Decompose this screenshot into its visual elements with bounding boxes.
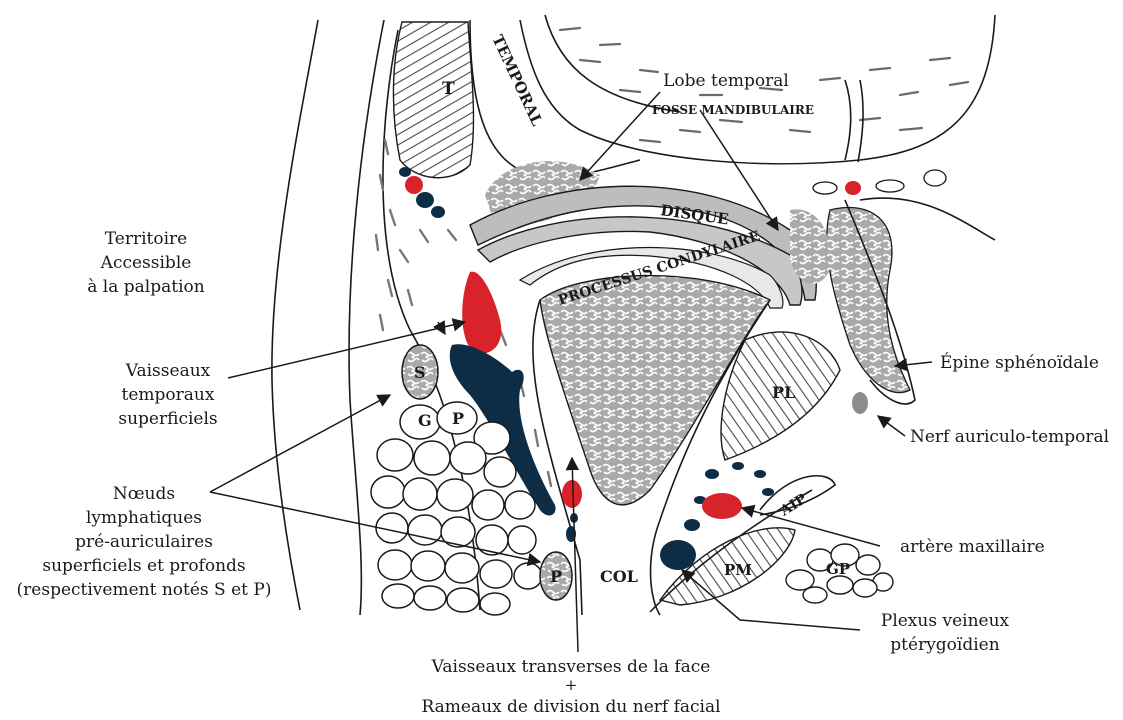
label-territoire-2: Accessible — [100, 253, 192, 273]
label-artere-maxillaire: artère maxillaire — [900, 537, 1045, 557]
sphenoid-bone — [827, 208, 910, 393]
label-epine-sphenoidale: Épine sphénoïdale — [940, 352, 1099, 373]
label-noeuds-4: superficiels et profonds — [42, 556, 245, 576]
sphenoid-bone-2 — [790, 209, 831, 284]
label-fosse-mandibulaire: FOSSE MANDIBULAIRE — [652, 103, 814, 117]
label-vaisseaux-1: Vaisseaux — [125, 361, 211, 381]
transverse-facial-artery — [562, 480, 582, 508]
tag-P-gland: P — [452, 409, 464, 428]
tag-PL: PL — [772, 383, 795, 402]
label-transverses-2: Rameaux de division du nerf facial — [421, 697, 720, 717]
superficial-temporal-artery — [462, 272, 501, 354]
skull-base-foramina — [813, 170, 946, 194]
maxillary-artery — [702, 493, 742, 519]
auriculotemporal-nerve — [852, 392, 868, 414]
label-territoire-1: Territoire — [105, 229, 187, 249]
pterygoid-plexus-vein — [660, 540, 696, 570]
tag-S: S — [414, 363, 426, 382]
label-territoire-3: à la palpation — [87, 277, 204, 297]
label-noeuds-5: (respectivement notés S et P) — [17, 580, 272, 600]
label-transverses-1: Vaisseaux transverses de la face — [431, 657, 711, 677]
tag-AIP: AIP — [777, 491, 810, 520]
label-noeuds-2: lymphatiques — [86, 508, 202, 528]
label-plexus-2: ptérygoïdien — [890, 635, 999, 655]
tag-G: G — [418, 411, 432, 430]
label-nerf-auriculo-temporal: Nerf auriculo-temporal — [910, 427, 1109, 447]
label-noeuds-1: Nœuds — [113, 484, 175, 504]
label-vaisseaux-2: temporaux — [122, 385, 215, 405]
tag-PM: PM — [724, 561, 752, 579]
label-vaisseaux-3: superficiels — [118, 409, 217, 429]
middle-meningeal-artery — [845, 181, 861, 195]
tag-P-node: P — [550, 567, 562, 586]
tag-T: T — [442, 79, 455, 99]
label-transverses-plus: + — [565, 676, 578, 694]
label-col: COL — [600, 567, 638, 586]
label-plexus-1: Plexus veineux — [881, 611, 1010, 631]
temporalis-muscle — [393, 22, 473, 178]
label-lobe-temporal: Lobe temporal — [663, 71, 789, 91]
label-noeuds-3: pré-auriculaires — [75, 532, 213, 552]
tag-GP: GP — [826, 560, 850, 578]
